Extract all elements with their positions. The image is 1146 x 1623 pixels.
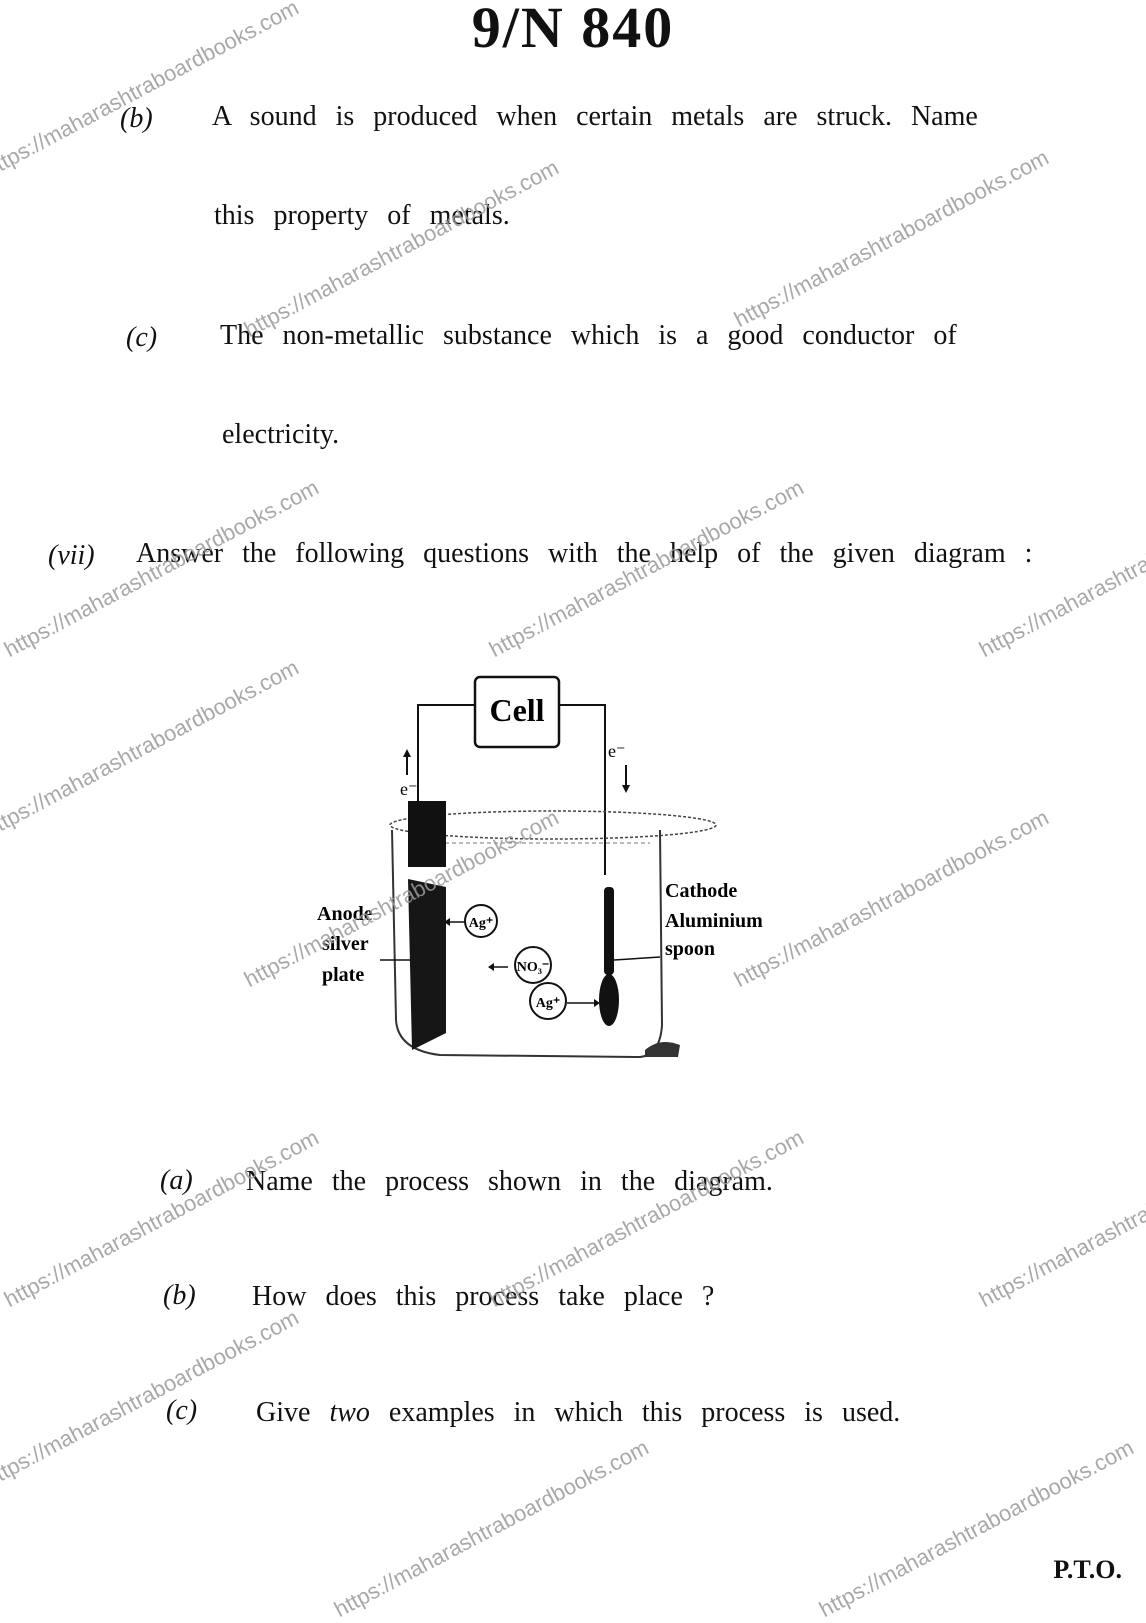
- question-vii-text: Answer the following questions with the …: [136, 538, 1033, 569]
- ion-ag-2: [529, 982, 567, 1020]
- question-c-line1: The non-metallic substance which is a go…: [220, 320, 957, 351]
- arrow-down-icon: [622, 785, 630, 793]
- anode-plate-top: [408, 801, 446, 867]
- spoon-bowl: [599, 974, 619, 1026]
- question-b-line2: this property of metals.: [214, 200, 510, 231]
- anode-plate: [408, 879, 446, 1050]
- subq-a-text: Name the process shown in the diagram.: [246, 1166, 773, 1197]
- electron-left-label: e⁻: [400, 779, 418, 799]
- ion-no3: [514, 946, 552, 984]
- subq-b-label: (b): [163, 1280, 196, 1311]
- question-c-label: (c): [126, 322, 158, 353]
- watermark: https://maharashtraboardbooks.com: [0, 654, 303, 843]
- beaker-shadow: [645, 1041, 680, 1057]
- watermark: https://maharashtraboardbooks.com: [240, 154, 563, 343]
- electroplating-diagram: Cell e⁻ e⁻ Ag⁺ NO₃⁻ Ag⁺ Anode silver pla…: [317, 675, 763, 1059]
- cell-label: Cell: [489, 692, 544, 728]
- cathode-label-1: Cathode: [665, 880, 737, 902]
- watermark: https://maharashtraboardbooks.com: [730, 144, 1053, 333]
- svg-text:NO₃⁻: NO₃⁻: [517, 960, 550, 975]
- svg-text:Ag⁺: Ag⁺: [536, 996, 561, 1011]
- beaker-rim: [389, 810, 717, 840]
- beaker-body: [391, 829, 664, 1059]
- question-vii-label: (vii): [48, 540, 95, 571]
- question-b-line1: A sound is produced when certain metals …: [212, 101, 978, 132]
- subq-c-text: Give two examples in which this process …: [256, 1397, 901, 1428]
- ion-ag-1: [464, 904, 498, 938]
- arrow-up-icon: [403, 749, 411, 757]
- question-b-label: (b): [120, 103, 153, 134]
- cell-box: [473, 675, 561, 749]
- subq-b-text: How does this process take place ?: [252, 1281, 715, 1312]
- wire-left: [417, 704, 475, 843]
- svg-text:Ag⁺: Ag⁺: [469, 916, 494, 931]
- electron-right-label: e⁻: [608, 741, 626, 761]
- pto-label: P.T.O.: [1053, 1555, 1122, 1584]
- anode-label-3: plate: [322, 964, 364, 986]
- wire-right: [558, 704, 606, 875]
- anode-label-1: Anode: [317, 903, 373, 925]
- subq-a-label: (a): [160, 1165, 193, 1196]
- cathode-label-3: spoon: [665, 938, 715, 960]
- subq-c-label: (c): [166, 1395, 198, 1426]
- paper-code: 9/N 840: [471, 0, 675, 60]
- watermark: https://maharashtraboardbooks.com: [975, 1124, 1146, 1313]
- question-c-line2: electricity.: [222, 419, 340, 450]
- spoon-handle: [604, 887, 614, 975]
- cathode-label-2: Aluminium: [665, 910, 763, 932]
- anode-label-2: silver: [322, 933, 369, 955]
